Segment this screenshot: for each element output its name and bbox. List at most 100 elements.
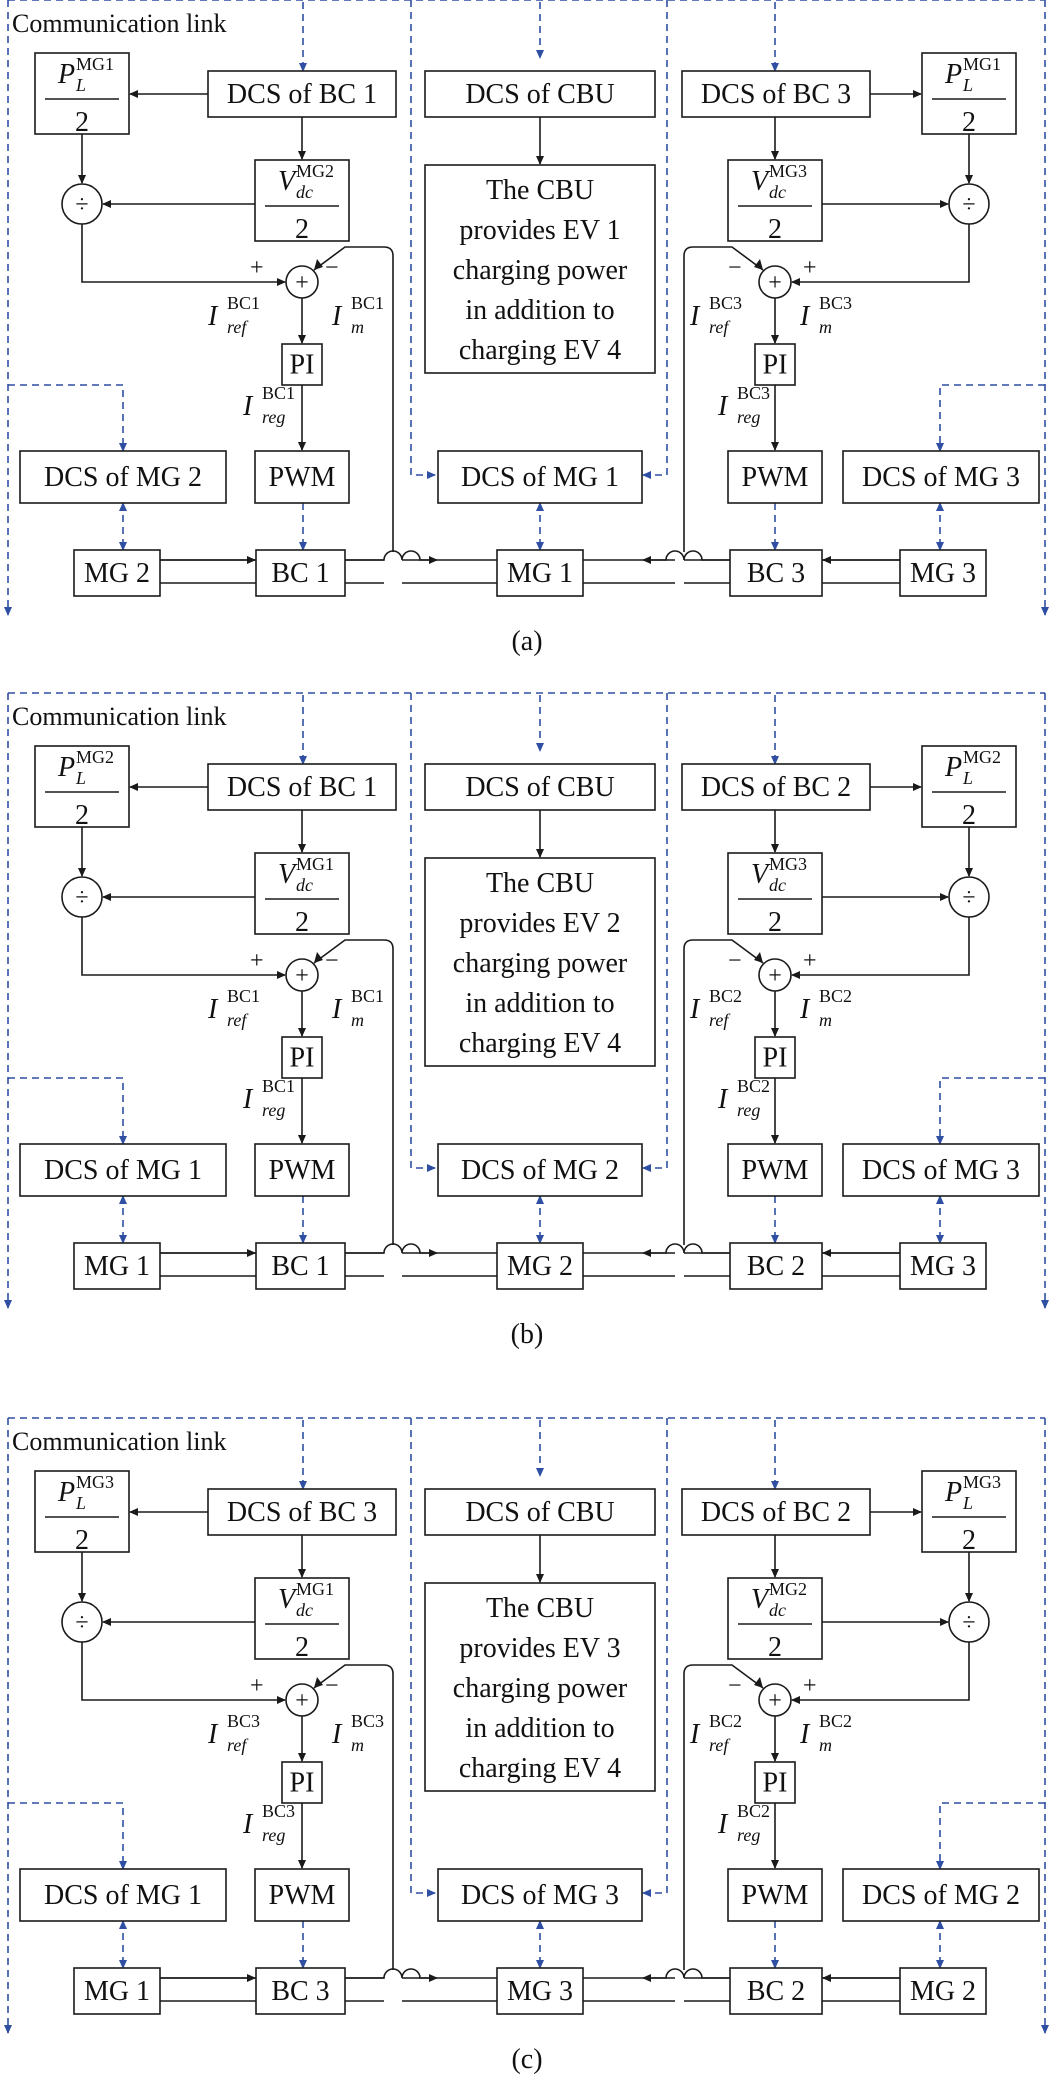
dc-voltage-fraction-left-var: V — [278, 859, 298, 890]
pwm-left-frame — [254, 450, 350, 504]
bidirectional-converter-left-frame — [255, 1242, 346, 1290]
im-right-label-sub: m — [819, 1010, 832, 1030]
bidirectional-converter-left-label: BC 3 — [271, 1976, 329, 2007]
dcs-bc-right-label: DCS of BC 2 — [701, 772, 851, 803]
dcs-bc-right-label: DCS of BC 2 — [701, 1497, 851, 1528]
im-right-label-sup: BC3 — [819, 293, 852, 313]
dc-voltage-fraction-left-frame — [254, 159, 350, 242]
load-power-fraction-left-sub: L — [75, 768, 86, 788]
dcs-bc-right: DCS of BC 3 — [681, 70, 871, 118]
pi-controller-left: PI — [281, 1036, 323, 1079]
line-im-left — [313, 939, 394, 1245]
cbu-description-frame — [424, 857, 656, 1067]
dc-voltage-fraction-left-denominator: 2 — [295, 214, 309, 245]
pi-controller-left-label: PI — [290, 350, 315, 381]
pi-controller-left-frame — [281, 343, 323, 386]
dcs-bc-left-label: DCS of BC 1 — [227, 772, 377, 803]
dc-voltage-fraction-right-sub: dc — [769, 182, 786, 202]
power-flow-right-to-center — [642, 1968, 730, 1982]
comm-label-bg — [10, 699, 294, 733]
dc-voltage-fraction-right-sup: MG3 — [769, 161, 807, 181]
iref-right-label-sub: ref — [709, 1735, 731, 1755]
dcs-mg-right-frame — [842, 1143, 1040, 1197]
bidirectional-converter-left-label: BC 1 — [271, 1251, 329, 1282]
ireg-left-label-var: I — [242, 1084, 254, 1115]
load-power-fraction-left-sup: MG3 — [76, 1472, 114, 1492]
cbu-description-frame — [424, 164, 656, 374]
dcs-mg-right-frame — [842, 450, 1040, 504]
summer-left-plus: + — [250, 1673, 264, 1699]
pwm-right: PWM — [727, 1143, 823, 1197]
dc-voltage-fraction-left-sub: dc — [296, 875, 313, 895]
load-power-fraction-right-frame — [921, 52, 1017, 135]
load-power-fraction-right-sub: L — [962, 1493, 973, 1513]
dcs-mg-left: DCS of MG 2 — [19, 450, 227, 504]
dc-voltage-fraction-left-denominator: 2 — [295, 1632, 309, 1663]
dcs-bc-left: DCS of BC 3 — [207, 1488, 397, 1536]
dcs-mg-center-label: DCS of MG 1 — [461, 462, 619, 493]
cbu-description-line: charging power — [453, 948, 628, 979]
ireg-left-label-sup: BC1 — [262, 1076, 295, 1096]
iref-right-label-sub: ref — [709, 317, 731, 337]
microgrid-left-frame — [73, 1967, 161, 2015]
load-power-fraction-left-sub: L — [75, 1493, 86, 1513]
cbu-description-line: provides EV 3 — [459, 1633, 620, 1664]
divider-right-symbol: ÷ — [962, 1610, 975, 1636]
panel-caption: (c) — [511, 2044, 542, 2075]
microgrid-center-label: MG 3 — [507, 1976, 573, 2007]
dcs-cbu: DCS of CBU — [424, 70, 656, 118]
comm-link-dcs-mg-center-right — [642, 1418, 668, 1897]
dcs-bc-right-frame — [681, 1488, 871, 1536]
dcs-mg-left-frame — [19, 450, 227, 504]
bidirectional-converter-left: BC 3 — [255, 1967, 346, 2015]
bidirectional-converter-right: BC 2 — [729, 1967, 823, 2015]
bidirectional-converter-right-frame — [729, 1967, 823, 2015]
load-power-fraction-right-sup: MG1 — [963, 54, 1001, 74]
bidirectional-converter-right: BC 2 — [729, 1242, 823, 1290]
summer-right-minus: − — [728, 948, 742, 974]
microgrid-center-label: MG 2 — [507, 1251, 573, 1282]
cbu-description-line: provides EV 1 — [459, 215, 620, 246]
bidirectional-converter-right-frame — [729, 549, 823, 597]
microgrid-center: MG 2 — [496, 1242, 584, 1290]
bidirectional-converter-left: BC 1 — [255, 549, 346, 597]
pi-controller-right-frame — [754, 1761, 796, 1804]
dc-voltage-fraction-right-frame — [727, 159, 823, 242]
microgrid-center-frame — [496, 1242, 584, 1290]
summer-right: + — [758, 958, 792, 992]
iref-right-label-var: I — [689, 994, 701, 1025]
power-flow-left-to-center — [345, 1968, 438, 1982]
summer-right-minus: − — [728, 255, 742, 281]
ireg-left-label-var: I — [242, 391, 254, 422]
dcs-mg-center: DCS of MG 1 — [437, 450, 643, 504]
ireg-right-label-sup: BC3 — [737, 383, 770, 403]
microgrid-left-frame — [73, 1242, 161, 1290]
comm-link-label: Communication link — [12, 1427, 227, 1456]
dcs-bc-right-label: DCS of BC 3 — [701, 79, 851, 110]
load-power-fraction-left-var: P — [57, 752, 75, 783]
summer-right-minus: − — [728, 1673, 742, 1699]
ireg-left-label-sup: BC1 — [262, 383, 295, 403]
load-power-fraction-left-var: P — [57, 59, 75, 90]
summer-right-symbol: + — [768, 270, 782, 296]
microgrid-center: MG 1 — [496, 549, 584, 597]
comm-link-dcs-mg-center-right — [642, 0, 668, 479]
divider-left-symbol: ÷ — [75, 885, 88, 911]
dcs-mg-left-label: DCS of MG 1 — [44, 1880, 202, 1911]
comm-link-dcs-mg-right — [936, 1802, 1045, 1870]
summer-right: + — [758, 265, 792, 299]
ireg-left-label-sub: reg — [262, 407, 285, 427]
dc-voltage-fraction-right-var: V — [751, 859, 771, 890]
